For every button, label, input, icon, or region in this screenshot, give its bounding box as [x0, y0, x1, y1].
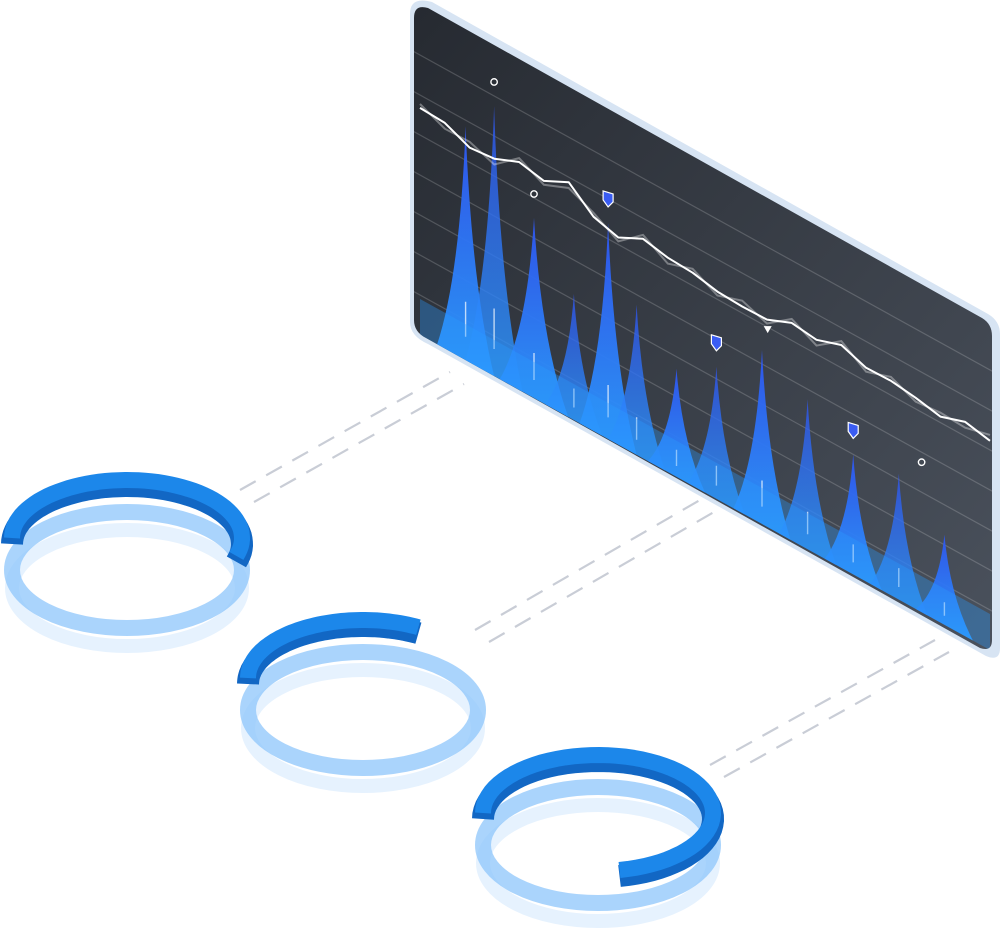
ring-top	[1, 471, 254, 653]
gridline	[414, 128, 992, 457]
marker-circle	[917, 458, 926, 467]
connector-line	[474, 499, 701, 631]
marker-shield	[602, 190, 614, 208]
panel-screen	[414, 7, 992, 650]
peak-base-band	[420, 299, 990, 650]
gridline	[414, 48, 992, 377]
gridline	[414, 208, 992, 537]
ring-progress-arc	[4, 471, 251, 560]
connector-line	[239, 371, 451, 491]
main-trend-line	[419, 107, 991, 442]
peak	[824, 454, 882, 591]
ring-track	[240, 644, 486, 776]
ring-bottom	[472, 746, 725, 928]
dashed-connectors	[239, 371, 950, 778]
marker-triangle	[763, 326, 772, 334]
peak	[499, 218, 569, 417]
peak	[870, 473, 928, 616]
ring-progress-arc	[475, 746, 722, 878]
peak	[608, 304, 666, 471]
marker-circle	[530, 190, 538, 198]
marker-shield	[847, 421, 859, 440]
peak	[733, 350, 791, 540]
marker-shield	[710, 333, 722, 352]
gridline	[414, 88, 992, 417]
connector-line	[709, 639, 936, 766]
peak-markers	[490, 78, 926, 467]
progress-rings	[1, 471, 725, 928]
gridline	[414, 168, 992, 497]
ring-progress-arc	[240, 612, 421, 679]
peak	[579, 222, 637, 455]
peak	[648, 368, 705, 493]
connector-line	[488, 511, 715, 643]
peak	[915, 534, 973, 641]
ring-track	[4, 504, 250, 636]
chart-panel	[410, 0, 1000, 658]
ring-middle	[237, 612, 486, 793]
marker-circle	[490, 78, 498, 86]
connector-line	[723, 651, 950, 778]
connector-line	[253, 383, 465, 503]
peak	[465, 105, 523, 392]
trend-lines	[419, 103, 991, 442]
peak-series	[420, 105, 990, 650]
peak	[779, 399, 837, 565]
peak	[687, 366, 745, 515]
